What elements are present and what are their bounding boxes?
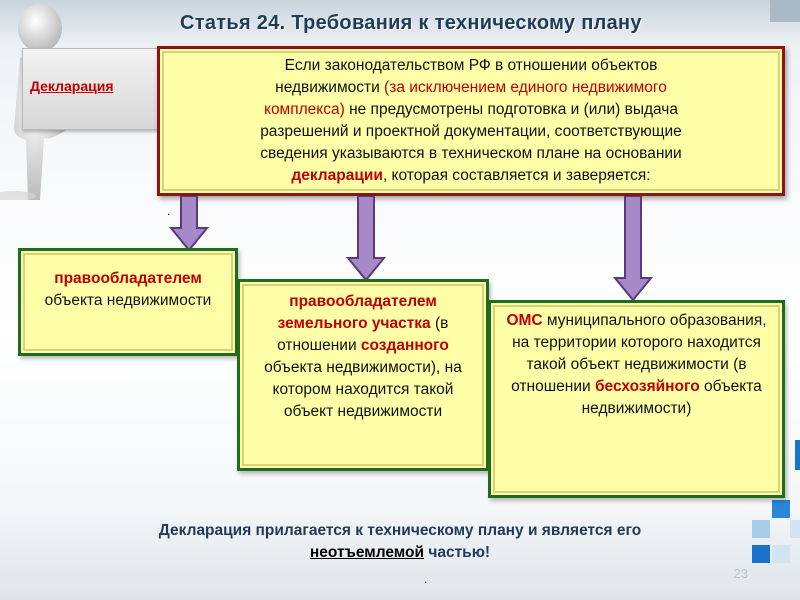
land-owner-box: правообладателем земельного участка (в о… <box>237 279 489 471</box>
municipality-box: ОМС муниципального образования, на терри… <box>488 300 785 498</box>
oms-text: муниципального образования, на территори… <box>511 312 767 395</box>
footer-line: Декларация прилагается к техническому пл… <box>158 522 642 539</box>
arrow-down-icon <box>168 196 210 252</box>
arrow-down-icon <box>345 196 387 282</box>
slide-title: Статья 24. Требования к техническому пла… <box>180 12 642 34</box>
main-line: декларации, которая составляется и завер… <box>174 165 768 187</box>
arrow-down-icon <box>612 196 654 302</box>
footer-underlined: неотъемлемой <box>309 544 425 561</box>
land-highlight: земельного участка <box>277 315 431 332</box>
decor-square <box>772 545 790 563</box>
land-highlight: созданного <box>360 337 449 354</box>
footer-line: неотъемлемой частью! <box>100 542 700 564</box>
main-line: разрешений и проектной документации, соо… <box>260 123 682 140</box>
oms-highlight: ОМС <box>506 312 543 329</box>
main-highlight: комплекса) <box>263 101 345 118</box>
decor-square <box>790 520 800 538</box>
bottom-band <box>0 510 800 600</box>
owner-text: объекта недвижимости <box>44 292 212 309</box>
land-text: объекта недвижимости), на котором находи… <box>264 359 462 420</box>
declaration-sign <box>22 48 162 130</box>
owner-box: правообладателем объекта недвижимости <box>18 248 238 356</box>
oms-highlight: бесхозяйного <box>594 378 700 395</box>
decor-square <box>795 440 800 470</box>
main-line: Если законодательством РФ в отношении об… <box>284 57 658 74</box>
main-highlight: декларации <box>291 167 383 184</box>
decor-square <box>752 520 770 538</box>
land-highlight: правообладателем <box>289 293 437 310</box>
decor-square <box>752 545 770 563</box>
oms-text: объекта недвижимости) <box>581 378 762 417</box>
dot-mark: . <box>424 572 428 586</box>
sign-label: Декларация <box>30 78 114 94</box>
footer-note: Декларация прилагается к техническому пл… <box>100 520 700 564</box>
land-text: (в отношении <box>277 315 449 354</box>
decor-square <box>772 500 790 518</box>
decor-square <box>770 0 800 22</box>
main-line: комплекса) не предусмотрены подготовка и… <box>174 99 768 121</box>
main-line: сведения указываются в техническом плане… <box>260 145 682 162</box>
main-line: недвижимости (за исключением единого нед… <box>174 77 768 99</box>
main-text: , которая составляется и заверяется: <box>382 167 651 184</box>
dot-mark: . <box>167 204 171 218</box>
footer-text: частью! <box>424 544 491 561</box>
page-number: 23 <box>733 566 748 581</box>
top-band <box>0 0 800 46</box>
main-text: недвижимости <box>275 79 385 96</box>
owner-highlight: правообладателем <box>54 270 202 287</box>
main-highlight: (за исключением единого недвижимого <box>384 79 667 96</box>
main-text: не предусмотрены подготовка и (или) выда… <box>344 101 678 118</box>
main-condition-box: Если законодательством РФ в отношении об… <box>157 46 785 196</box>
